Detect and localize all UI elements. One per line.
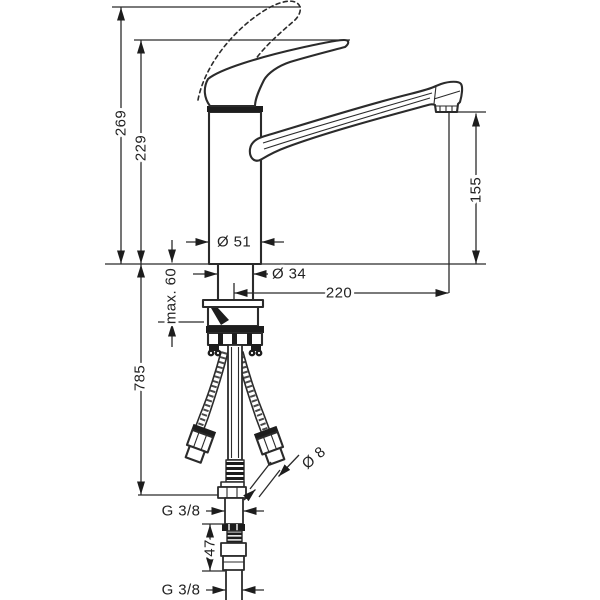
dimension-thread-bottom: G 3/8 [159,579,264,600]
dimension-hose-length: 785 [129,264,152,495]
dimension-spout-outlet-height: 155 [465,113,488,264]
fixing-screw-left [209,344,219,351]
dimension-height-handle-raised: 269 [110,7,133,264]
dimension-annotations: 269 229 Ø 51 Ø 34 max. 60 220 [105,6,488,600]
hose-fitting-left [184,423,217,464]
aerator [435,105,457,112]
dim-label-47: 47 [202,539,219,557]
dim-label-g38-top: G 3/8 [162,503,201,520]
dimension-body-diameter: Ø 51 [186,231,284,254]
dim-label-d34: Ø 34 [272,266,306,283]
dimension-hose-diameter: Ø 8 [243,440,332,502]
handle-joint-band [207,106,263,112]
screw-washers [207,349,263,357]
dim-label-220: 220 [326,285,352,302]
dimension-valve-length: 47 [199,524,222,571]
dim-label-max60: max. 60 [163,268,180,324]
mounting-assembly [201,262,265,357]
thread-pipe-bottom [225,569,243,600]
faucet-artwork [184,0,464,600]
dim-label-155: 155 [468,177,485,203]
dimension-spout-reach: 220 [234,282,449,305]
clamp-wedge [211,308,229,325]
dimension-shaft-diameter: Ø 34 [193,263,309,286]
supply-pipe [217,344,247,600]
dimension-thread-top: G 3/8 [159,500,264,523]
dimension-max-counter-thickness: max. 60 [160,240,183,347]
dimension-height-handle-rest: 229 [130,40,153,264]
dim-label-269: 269 [113,110,130,136]
dim-label-d51: Ø 51 [217,234,251,251]
spout [248,80,464,162]
check-valve [220,524,247,571]
dim-label-g38-bottom: G 3/8 [162,582,201,599]
mounting-shaft [216,262,255,302]
lever-handle [203,38,350,108]
fixing-screw-right [251,344,261,351]
faucet-body [207,110,263,266]
seal-ring [206,326,264,333]
dim-label-785: 785 [132,365,149,391]
dim-label-d8: Ø 8 [299,443,329,472]
hose-fitting-right [253,425,286,466]
dim-label-229: 229 [133,135,150,161]
supply-hoses [184,351,286,466]
thread-pipe-top [224,497,244,525]
hex-nut [217,481,247,499]
